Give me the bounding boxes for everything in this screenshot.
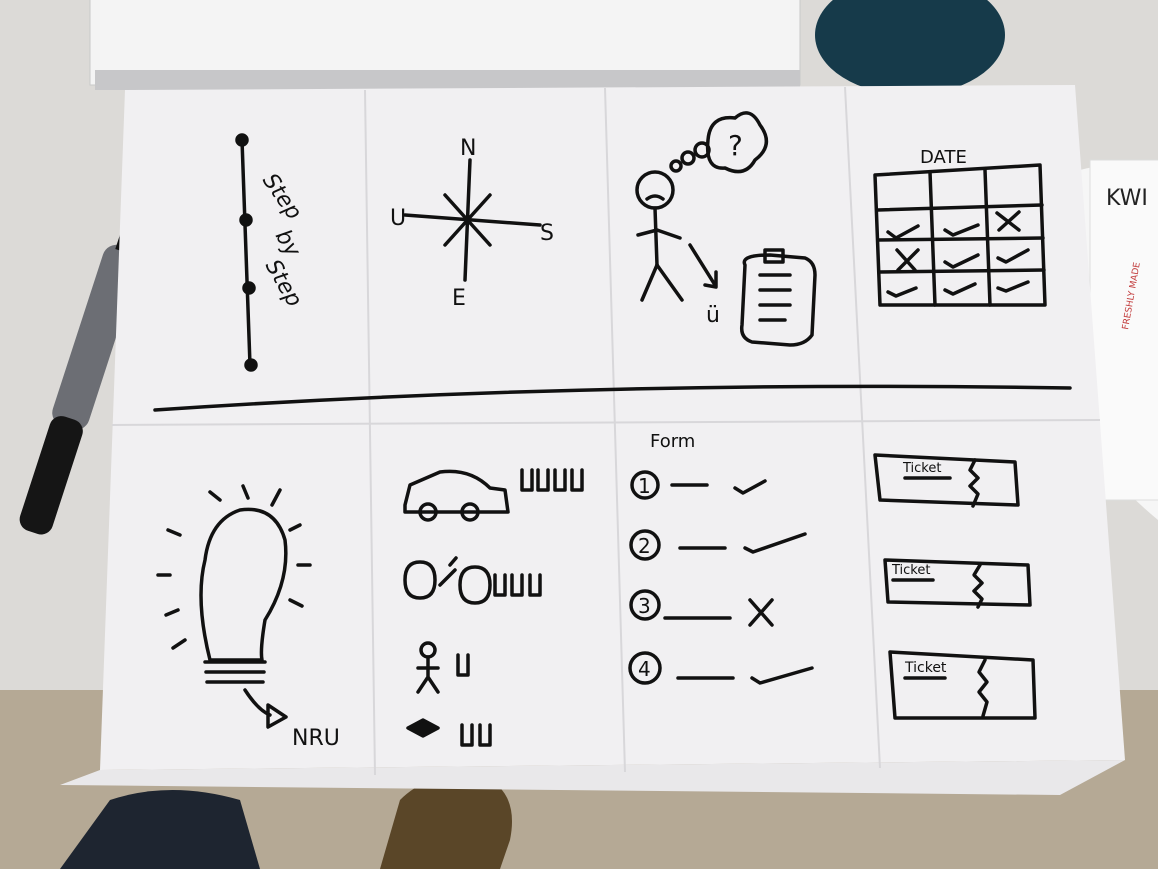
ticket-label-2: Ticket — [891, 563, 930, 578]
paper-fold-lines — [111, 86, 1101, 776]
form-number-3: 3 — [638, 594, 651, 618]
form-number-4: 4 — [638, 657, 651, 681]
vehicle-sketch — [403, 468, 584, 747]
step-by-step-sketch — [235, 133, 258, 372]
compass-north: N — [460, 136, 476, 161]
confused-figure-sketch — [635, 111, 817, 347]
compass-sketch — [403, 158, 542, 282]
laptop-edge — [95, 70, 800, 90]
label-fragment: KWI — [1106, 186, 1148, 211]
paper-sheet — [100, 85, 1125, 770]
calendar-sketch — [873, 163, 1047, 307]
tickets-sketch — [873, 453, 1037, 720]
arrow-to-clipboard — [688, 243, 718, 289]
form-number-1: 1 — [638, 474, 651, 498]
form-title: Form — [650, 431, 695, 452]
form-sketch — [628, 470, 814, 685]
smile-face: ü — [706, 303, 720, 328]
compass-east: E — [452, 286, 466, 311]
trouser-leg — [60, 790, 260, 869]
clipboard — [739, 253, 817, 347]
thought-question: ? — [728, 129, 743, 162]
calendar-title: DATE — [920, 147, 967, 168]
ticket-label-1: Ticket — [902, 461, 941, 476]
compass-south: S — [540, 221, 554, 246]
ticket-label-3: Ticket — [904, 660, 947, 676]
thought-cloud — [705, 111, 769, 174]
shoe — [380, 774, 512, 869]
divider-line — [153, 384, 1072, 412]
compass-west: U — [390, 206, 406, 231]
water-bottle — [815, 0, 1005, 95]
form-number-2: 2 — [638, 534, 651, 558]
lightbulb-sketch — [156, 484, 312, 729]
idea-label: NRU — [292, 726, 340, 751]
paper-sheet-under — [60, 760, 1125, 795]
